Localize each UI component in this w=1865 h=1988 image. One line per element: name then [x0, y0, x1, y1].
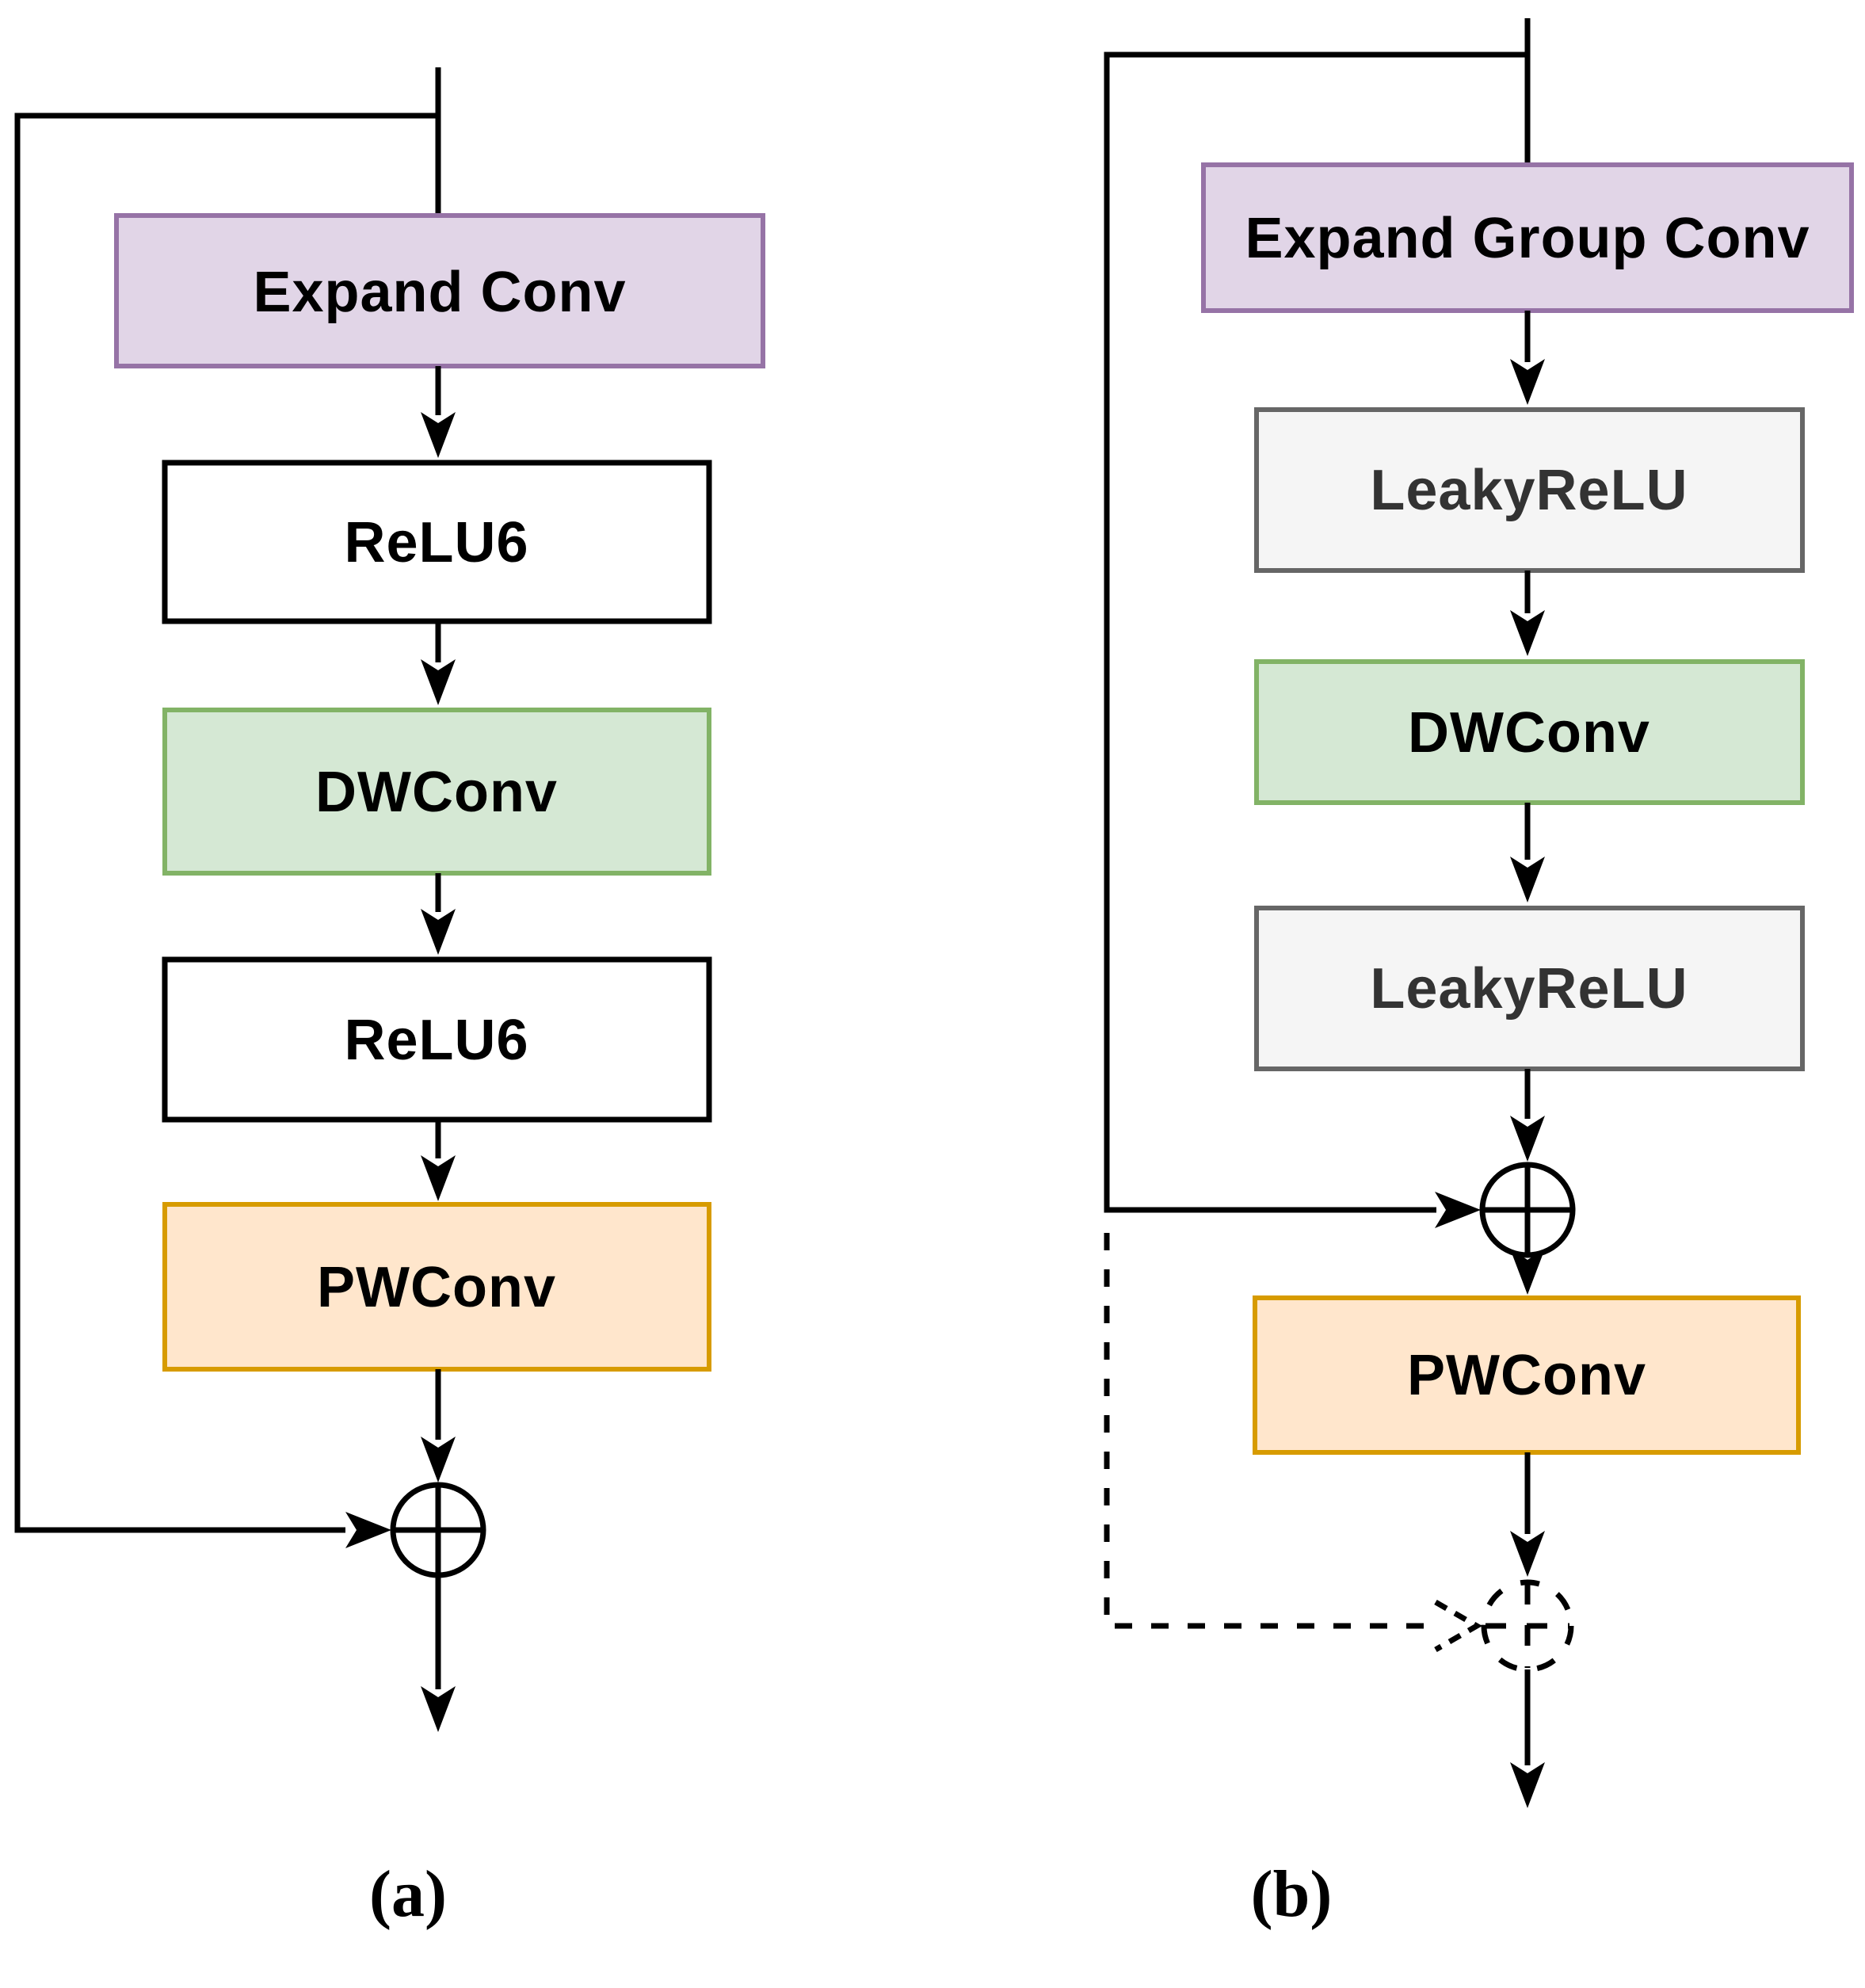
optional-add-cross-b	[1486, 1584, 1569, 1668]
residual-add-cross-b	[1482, 1165, 1573, 1255]
flow-arrowhead-a-3	[421, 909, 456, 955]
optional-add-icon-b	[1481, 1579, 1574, 1673]
node-leakyrelu-top-b-label: LeakyReLU	[1370, 459, 1688, 522]
flow-arrowhead-a-5	[421, 1437, 456, 1482]
flow-arrowhead-a-1	[421, 412, 456, 458]
flow-arrowhead-b-3	[1510, 857, 1545, 902]
flow-arrowhead-b-6	[1510, 1531, 1545, 1577]
flow-arrowhead-a-2	[421, 659, 456, 705]
node-pwconv-a	[162, 1202, 711, 1372]
node-pwconv-b	[1253, 1295, 1801, 1455]
node-dwconv-b-label: DWConv	[1408, 701, 1650, 765]
diagram-a: Expand Conv ReLU6 DWConv ReLU6 PWConv	[14, 67, 765, 1931]
residual-add-icon-a	[390, 1482, 486, 1578]
node-expand-conv-a-label: Expand Conv	[253, 261, 626, 324]
caption-b: (b)	[1251, 1857, 1333, 1931]
node-expand-conv-a	[114, 213, 765, 368]
flow-arrowhead-a-4	[421, 1155, 456, 1201]
node-relu6-top-a	[162, 460, 712, 624]
node-leakyrelu-bottom-b-label: LeakyReLU	[1370, 957, 1688, 1021]
node-dwconv-b	[1254, 659, 1805, 805]
node-pwconv-a-label: PWConv	[317, 1256, 556, 1319]
node-dwconv-a-label: DWConv	[315, 761, 558, 824]
node-relu6-bottom-a	[162, 956, 712, 1123]
diagram-b: Expand Group Conv LeakyReLU DWConv Leaky…	[1104, 18, 1854, 1931]
flow-arrowhead-b-5	[1510, 1249, 1545, 1295]
node-expand-group-conv-b-label: Expand Group Conv	[1245, 207, 1810, 270]
node-leakyrelu-top-b	[1254, 407, 1805, 573]
flow-arrowhead-b-2	[1510, 610, 1545, 656]
residual-add-cross-a	[393, 1485, 483, 1575]
dashed-skip-arrowhead-b	[1434, 1599, 1483, 1653]
caption-a: (a)	[369, 1857, 447, 1931]
skip-connection-line-a	[14, 113, 438, 1533]
node-relu6-bottom-a-label: ReLU6	[344, 1009, 528, 1072]
node-dwconv-a	[162, 708, 711, 876]
skip-arrowhead-b	[1435, 1192, 1481, 1228]
residual-add-icon-b	[1479, 1162, 1576, 1258]
output-arrowhead-b	[1510, 1762, 1545, 1808]
flow-arrowhead-b-4	[1510, 1116, 1545, 1162]
skip-connection-line-b	[1104, 52, 1527, 1213]
flow-arrowhead-b-1	[1510, 359, 1545, 405]
node-leakyrelu-bottom-b	[1254, 906, 1805, 1071]
output-arrowhead-a	[421, 1686, 456, 1732]
optional-add-circle-b	[1481, 1579, 1574, 1673]
node-pwconv-b-label: PWConv	[1407, 1344, 1646, 1407]
skip-arrowhead-a	[345, 1512, 391, 1548]
node-relu6-top-a-label: ReLU6	[344, 511, 528, 574]
